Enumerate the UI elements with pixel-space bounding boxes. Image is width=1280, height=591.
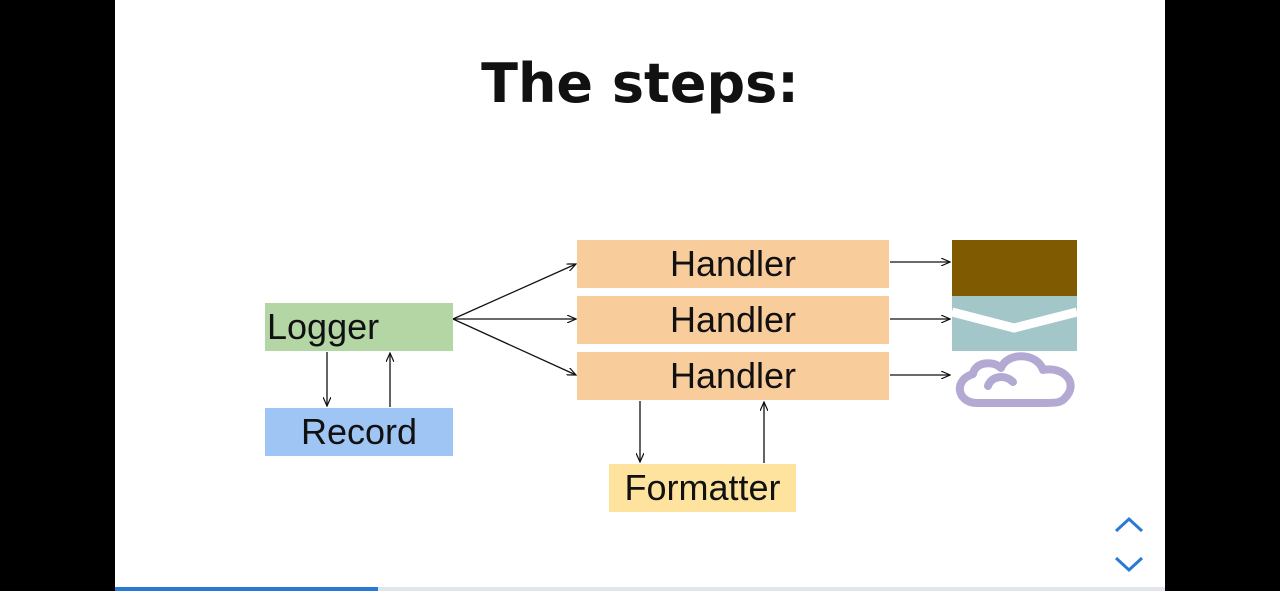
progress-bar [115,587,1165,591]
file-icon [952,240,1077,296]
slide-title: The steps: [481,52,799,115]
chevron-up-icon [1114,516,1144,533]
handler-box-1: Handler [577,240,889,288]
chevron-down-icon [1114,556,1144,573]
logger-box: Logger [265,303,453,351]
handler-box-2: Handler [577,296,889,344]
slide: The steps: Logge [115,0,1165,591]
email-icon [950,296,1079,351]
formatter-box: Formatter [609,464,796,512]
arrow-logger-handler-3 [452,318,576,375]
slide-up-button[interactable] [1113,512,1145,536]
cloud-icon [955,352,1075,407]
diagram-connectors [115,240,1079,463]
slide-down-button[interactable] [1113,552,1145,576]
arrow-logger-handler-1 [452,264,576,320]
handler-box-3: Handler [577,352,889,400]
progress-fill [115,587,378,591]
record-box: Record [265,408,453,456]
